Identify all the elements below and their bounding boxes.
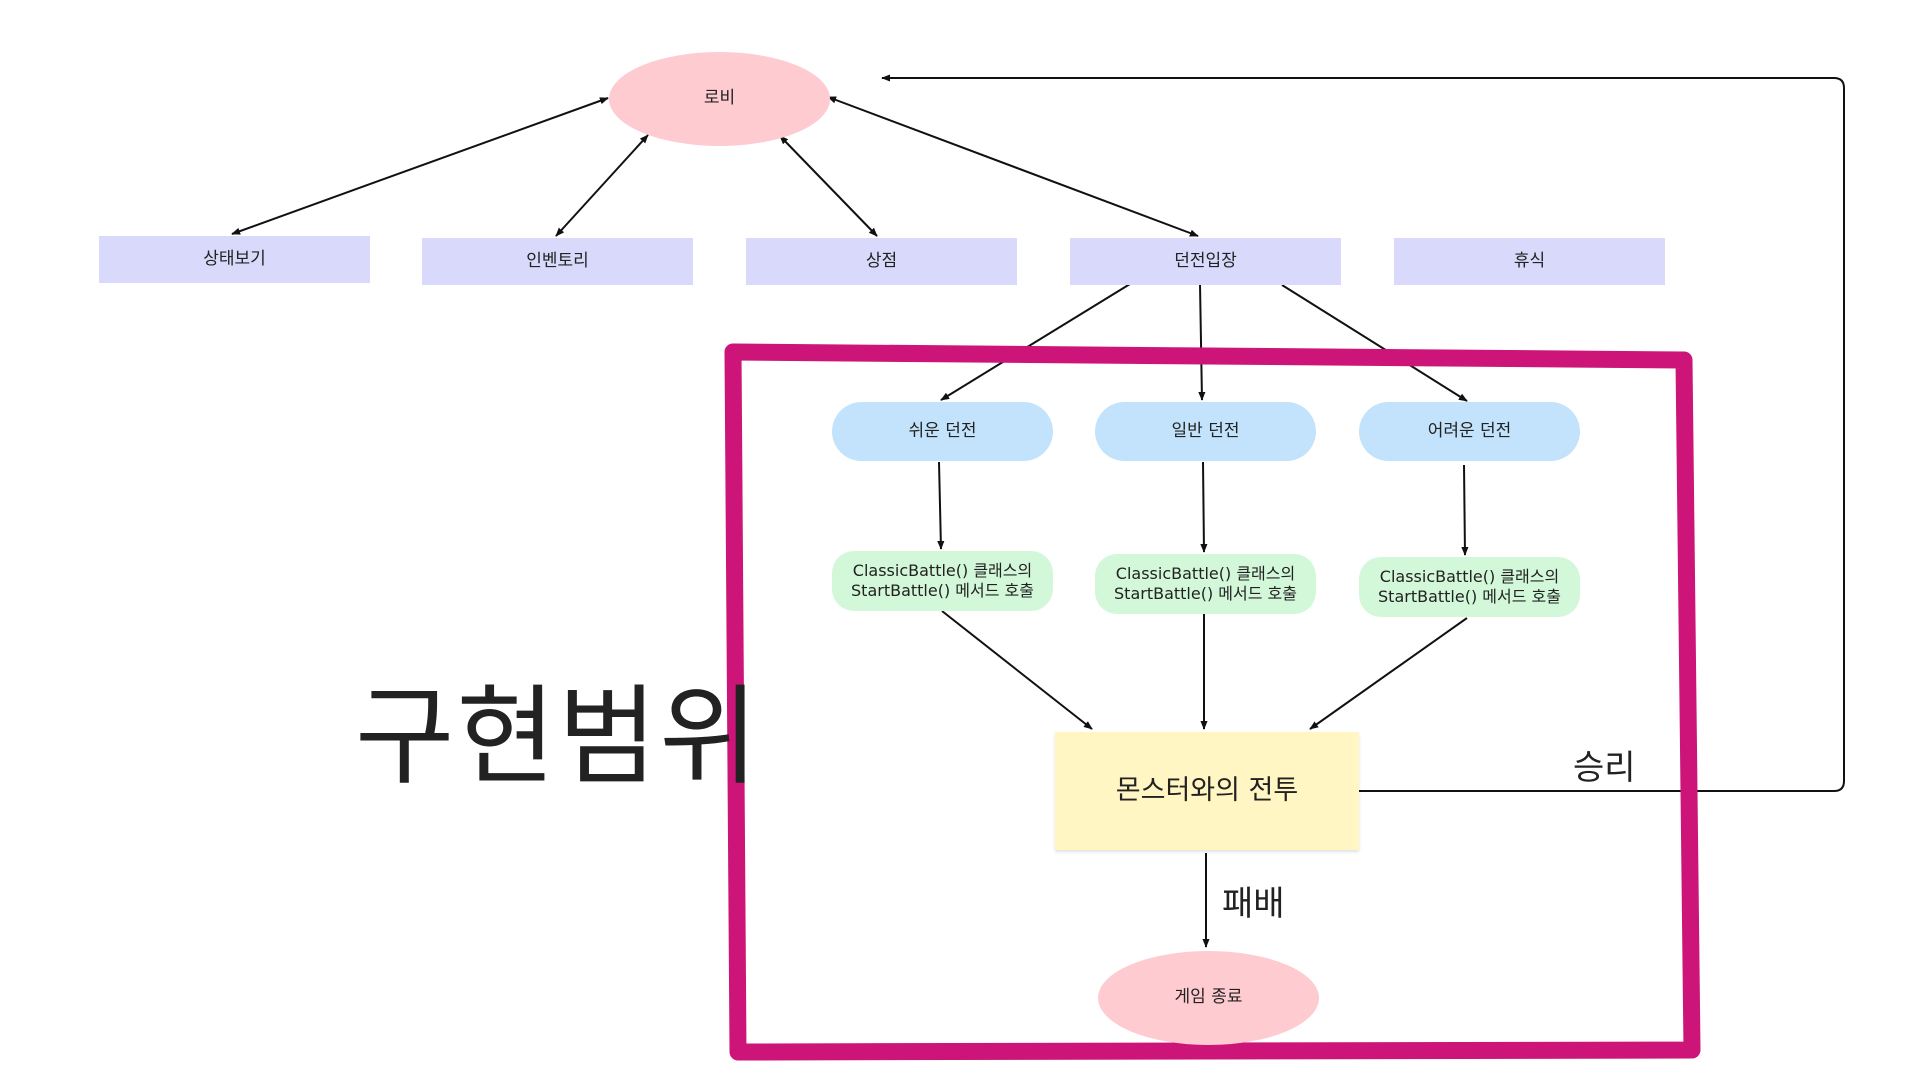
arrow-normal-call bbox=[1200, 461, 1208, 553]
scope-title: 구현범위 bbox=[355, 675, 761, 800]
battle-call-line2: StartBattle() 메서드 호출 bbox=[1114, 584, 1297, 603]
battle-call-line1: ClassicBattle() 클래스의 bbox=[1379, 567, 1560, 586]
lose-label: 패배 bbox=[1222, 884, 1285, 924]
arrow-entry-hard bbox=[1281, 284, 1468, 402]
game-over-node: 게임 종료 bbox=[1098, 951, 1319, 1045]
inventory-node: 인벤토리 bbox=[422, 238, 693, 285]
arrow-win-loop bbox=[881, 74, 1845, 792]
easy-dungeon-node: 쉬운 던전 bbox=[832, 402, 1053, 461]
battle-call-line2: StartBattle() 메서드 호출 bbox=[851, 581, 1034, 600]
dungeon-entry-node: 던전입장 bbox=[1070, 238, 1341, 285]
monster-battle-node: 몬스터와의 전투 bbox=[1055, 732, 1359, 850]
battle-call-normal-node: ClassicBattle() 클래스의 StartBattle() 메서드 호… bbox=[1095, 554, 1316, 614]
arrow-entry-normal bbox=[1198, 283, 1206, 401]
shop-node: 상점 bbox=[746, 238, 1017, 285]
arrow-easy-call bbox=[937, 461, 945, 550]
scope-border bbox=[724, 343, 1701, 1061]
arrow-call-hard-battle bbox=[1309, 617, 1468, 730]
arrow-call-easy-battle bbox=[941, 610, 1093, 730]
normal-dungeon-node: 일반 던전 bbox=[1095, 402, 1316, 461]
battle-call-line2: StartBattle() 메서드 호출 bbox=[1378, 587, 1561, 606]
arrow-hard-call bbox=[1461, 464, 1469, 556]
rest-node: 휴식 bbox=[1394, 238, 1665, 285]
battle-call-hard-node: ClassicBattle() 클래스의 StartBattle() 메서드 호… bbox=[1359, 557, 1580, 617]
arrow-lobby-shop bbox=[779, 135, 878, 237]
arrow-lobby-dungeon bbox=[827, 96, 1199, 237]
arrow-lobby-status bbox=[231, 97, 609, 235]
arrow-entry-easy bbox=[940, 283, 1131, 401]
hard-dungeon-node: 어려운 던전 bbox=[1359, 402, 1580, 461]
battle-call-line1: ClassicBattle() 클래스의 bbox=[1115, 564, 1296, 583]
win-label: 승리 bbox=[1573, 748, 1636, 788]
lobby-node: 로비 bbox=[609, 52, 830, 146]
battle-call-easy-node: ClassicBattle() 클래스의 StartBattle() 메서드 호… bbox=[832, 551, 1053, 611]
battle-call-line1: ClassicBattle() 클래스의 bbox=[852, 561, 1033, 580]
arrow-lobby-inventory bbox=[555, 134, 649, 237]
status-node: 상태보기 bbox=[99, 236, 370, 283]
